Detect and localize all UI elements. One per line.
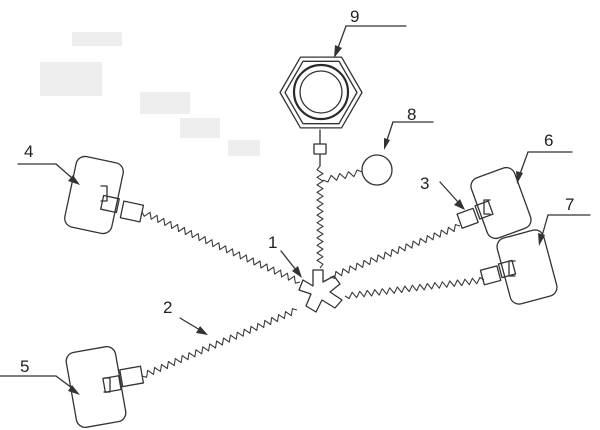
pad-upper-left xyxy=(64,155,145,235)
pad-lower-left-body xyxy=(65,346,127,428)
label-pad-upper-right: 6 xyxy=(544,131,553,150)
spring-to-pad-upper-left xyxy=(141,211,301,284)
pad-upper-right-socket xyxy=(474,200,494,220)
pad-lower-left xyxy=(65,346,145,428)
label-pad-lower-right: 7 xyxy=(565,195,574,214)
label-connector: 3 xyxy=(420,174,429,193)
pad-lower-left-socket xyxy=(102,375,122,393)
connector-3 xyxy=(456,207,479,229)
scan-artifacts xyxy=(40,32,260,156)
leader-lines xyxy=(0,25,591,395)
nut-bore-outer xyxy=(292,63,350,121)
springs xyxy=(141,165,485,378)
label-spring: 2 xyxy=(163,298,172,317)
hub xyxy=(298,269,343,313)
pad-lower-right-body xyxy=(496,229,558,305)
pad-upper-right-body xyxy=(470,166,532,240)
spring-to-connector-3 xyxy=(329,224,461,279)
ring-circle xyxy=(361,154,393,186)
reference-numerals: 9 8 4 6 3 7 1 2 5 xyxy=(20,7,574,376)
spring-to-ring xyxy=(322,169,363,183)
spring-to-pad-lower-left xyxy=(141,308,298,378)
nut-connector xyxy=(313,143,327,155)
ring xyxy=(361,154,393,186)
spring-to-pad-lower-right xyxy=(344,276,485,300)
label-pad-lower-left: 5 xyxy=(20,357,29,376)
label-pad-upper-left: 4 xyxy=(24,142,33,161)
pad-upper-right xyxy=(456,166,532,240)
nut-hexagon-outer xyxy=(279,56,363,129)
pad-lower-right-socket xyxy=(497,259,517,279)
spring-vertical-to-nut xyxy=(316,165,324,269)
pad-lower-right xyxy=(479,229,558,305)
hub-star xyxy=(298,269,343,313)
label-hub: 1 xyxy=(268,233,277,252)
pad-upper-left-connector xyxy=(119,200,145,223)
pad-lower-left-connector xyxy=(119,365,145,388)
nut-bore-inner xyxy=(299,70,343,114)
pad-upper-left-body xyxy=(64,155,124,235)
label-ring: 8 xyxy=(407,105,416,124)
label-nut: 9 xyxy=(350,7,359,26)
pad-lower-right-connector xyxy=(479,265,502,286)
nut-hexagon-inner xyxy=(284,60,358,125)
pad-upper-left-socket xyxy=(100,194,120,214)
nut xyxy=(279,56,363,167)
